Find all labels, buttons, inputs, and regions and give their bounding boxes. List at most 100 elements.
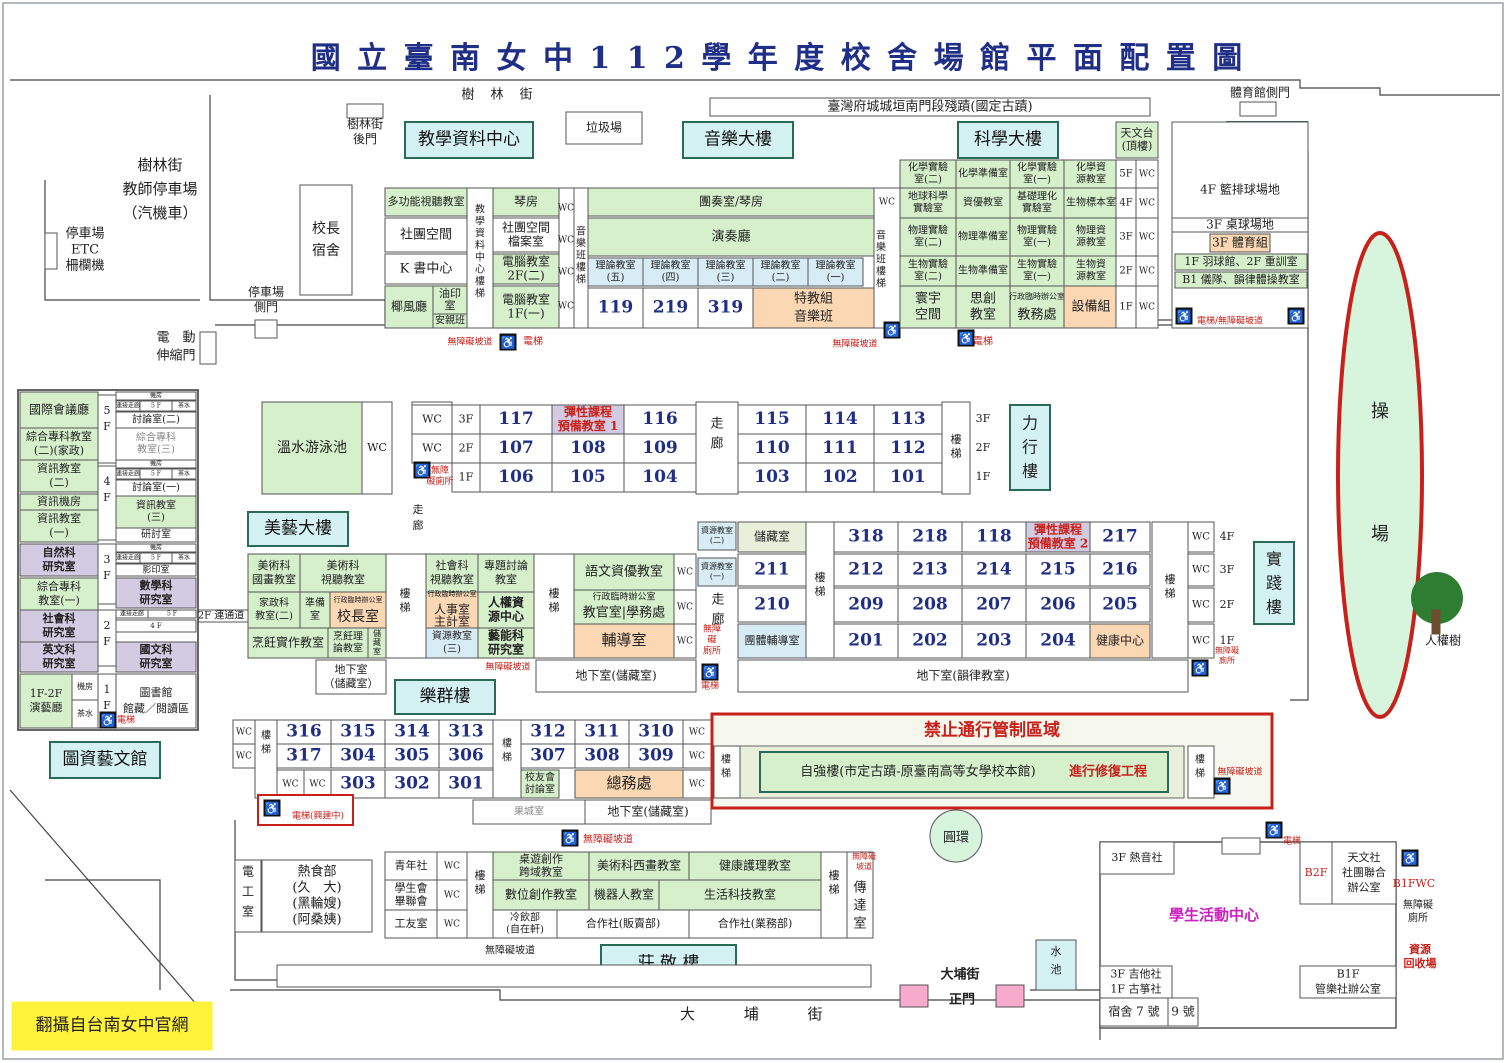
label-演奏廳: 演奏廳: [711, 229, 750, 245]
music-right-stairs: 班: [876, 254, 886, 266]
shijian-stairs-label: 梯: [815, 585, 826, 598]
label-化學準備室: 化學準備室: [958, 167, 1008, 180]
music-wc-4: WC: [558, 302, 574, 312]
arts-mid-temp-office: 行政臨時辦公室: [428, 589, 477, 598]
label-生物資: 生物資: [1076, 258, 1106, 271]
lequn-stairs-left-label: 梯: [261, 743, 271, 756]
shijian-right-toilet: 廁所: [1219, 655, 1235, 665]
room-sci-0-3: [1063, 159, 1119, 189]
label--三-: (三): [717, 273, 735, 284]
room-lixing-1-2: [623, 433, 697, 464]
music-wc-3: WC: [558, 268, 574, 278]
label-生活科技教室: 生活科技教室: [704, 887, 776, 902]
label-演藝廳: 演藝廳: [30, 700, 63, 714]
label-310: 310: [638, 722, 674, 742]
room-seminar-lib: [115, 527, 197, 543]
label-美術科: 美術科: [258, 558, 291, 572]
room-219: [642, 287, 699, 329]
pool-wc: [361, 401, 393, 495]
parking-etc: 柵欄機: [65, 258, 104, 274]
music-accessible-glyph: ♿: [501, 336, 516, 350]
room-k-study: [384, 253, 468, 285]
lixing-floor-2F: [451, 433, 481, 464]
lequn-wc-r3: [682, 719, 712, 745]
building-圖資藝文館: [49, 741, 161, 779]
room-lequn-1-1: [384, 769, 440, 799]
label-冷飲部: 冷飲部: [510, 911, 540, 924]
label-寰宇: 寰宇: [915, 291, 941, 307]
room-lequn-2b-1: [574, 743, 630, 769]
room-youth-club: [384, 851, 438, 881]
room-ensemble: [587, 187, 875, 217]
label-理論教室: 理論教室: [816, 259, 856, 272]
label-101: 101: [890, 467, 926, 487]
label-視聽教室: 視聽教室: [430, 572, 474, 586]
label-實驗室: 實驗室: [1022, 202, 1052, 215]
room-lequn-2-0: [276, 743, 332, 769]
lixing-accessible: [413, 461, 431, 479]
room-shijian-2-3: [961, 587, 1027, 623]
tree-trunk: [1431, 609, 1441, 635]
shijian-accessible-toilet: 無障: [703, 623, 721, 635]
label-物理準備室: 物理準備室: [958, 230, 1008, 243]
room-guidance: [573, 623, 675, 659]
label-3f-體育組: 3F 體育組: [1212, 235, 1268, 250]
label-1f-羽球館-2f-重訓室: 1F 羽球館、2F 重訓室: [1184, 254, 1297, 268]
label-317: 317: [286, 746, 322, 766]
label-烹飪實作教室: 烹飪實作教室: [252, 635, 324, 650]
room-math-research: [115, 577, 197, 609]
roundabout-label: 圓環: [943, 831, 969, 846]
label-wc: WC: [1139, 199, 1155, 209]
label-316: 316: [286, 722, 322, 742]
label-210: 210: [754, 595, 790, 615]
label-108: 108: [570, 438, 606, 458]
label-特教組: 特教組: [794, 291, 833, 307]
label-化學實驗: 化學實驗: [908, 161, 948, 174]
label-設備組: 設備組: [1071, 299, 1110, 315]
student-center-toilet: 廁所: [1408, 911, 1428, 924]
label-305: 305: [394, 746, 430, 766]
room-shijian-0-5: [1089, 521, 1151, 553]
label-1f: 1F: [1119, 302, 1132, 313]
label-304: 304: [340, 746, 376, 766]
label-106: 106: [498, 467, 534, 487]
label-視聽教室: 視聽教室: [321, 572, 365, 586]
building-科學大樓: [957, 121, 1059, 159]
label-1f-一-: 1F(一): [507, 307, 544, 321]
arts-connector-label: 2F 連通道: [198, 609, 244, 622]
room-sci-2-2: [1009, 217, 1065, 257]
lixing-right-floor-1F: 1F: [976, 470, 991, 483]
label-美術科: 美術科: [327, 558, 360, 572]
label-105: 105: [570, 467, 606, 487]
label-3f: 3F: [1119, 232, 1132, 243]
label-校長: 校長: [312, 220, 340, 237]
shijian-corridor-label: 走: [711, 593, 724, 608]
student-center-door: [1221, 837, 1261, 855]
lib-male-1f: [71, 699, 99, 729]
room-boardgame: [492, 851, 590, 881]
shijian-floor-1F: 1F: [1220, 634, 1235, 647]
room-119: [587, 287, 644, 329]
room-universe-space: [899, 285, 957, 329]
label-社會科: 社會科: [436, 558, 469, 572]
room-social-av: [425, 553, 479, 593]
label-111: 111: [822, 438, 858, 458]
label--二-: (二): [49, 476, 69, 489]
shijian-accessible-toilet: 廁所: [703, 645, 721, 657]
room-personnel: [425, 591, 479, 629]
label-物理資: 物理資: [1076, 224, 1106, 237]
gym-b1: [1174, 271, 1308, 289]
gym-gate-box: [1239, 101, 1277, 117]
lib-5f-male: [171, 400, 197, 412]
building-shijian-label: 樓: [1266, 598, 1282, 617]
room-recital-hall: [587, 217, 875, 257]
room-sci-3-2: [1009, 255, 1065, 287]
student-center-b2f: [1299, 841, 1333, 905]
lixing-stairs-label: 梯: [951, 447, 962, 460]
room-cooking-practice: [247, 627, 329, 659]
label-源教室: 源教室: [1076, 270, 1106, 283]
restricted-label: 禁止通行管制區域: [924, 720, 1060, 741]
shijian-stairs-label: 樓: [815, 570, 826, 584]
label-302: 302: [394, 774, 430, 794]
room-theory-0: [587, 257, 644, 287]
